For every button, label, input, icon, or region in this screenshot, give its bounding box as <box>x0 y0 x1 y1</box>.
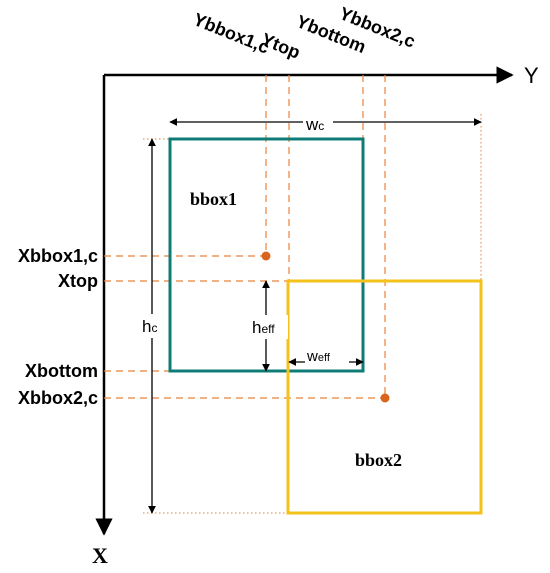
label-xtop: Xtop <box>58 271 98 291</box>
weff-label: weff <box>305 348 349 365</box>
hc-label-main: h <box>142 317 151 336</box>
wc-label: wc <box>303 113 333 134</box>
bbox2-center-dot <box>380 393 390 403</box>
wc-label-sub: c <box>318 119 324 133</box>
x-axis-label: X <box>92 543 108 568</box>
bbox2-rect <box>286 279 483 515</box>
weff-label-main: w <box>306 348 318 365</box>
hc-label: hc <box>140 314 164 338</box>
label-ybbox1c: Ybbox1,c <box>191 9 273 58</box>
bbox2-label: bbox2 <box>355 450 402 470</box>
svg-text:heff: heff <box>252 318 275 337</box>
svg-text:weff: weff <box>306 348 331 365</box>
y-axis-label: Y <box>524 63 539 88</box>
heff-label: heff <box>250 315 288 339</box>
weff-label-sub: eff <box>318 352 331 364</box>
bbox1-label: bbox1 <box>190 189 237 209</box>
wc-label-main: w <box>305 115 319 134</box>
label-xbbox2c: Xbbox2,c <box>18 388 98 408</box>
heff-label-main: h <box>252 318 261 337</box>
label-xbottom: Xbottom <box>25 361 98 381</box>
label-xbbox1c: Xbbox1,c <box>18 246 98 266</box>
heff-label-sub: eff <box>261 322 275 336</box>
svg-text:hc: hc <box>142 317 157 336</box>
hc-label-sub: c <box>151 321 157 335</box>
label-ytop: Ytop <box>259 29 304 63</box>
vertical-guides <box>265 75 386 398</box>
bbox1-center-dot <box>261 251 271 261</box>
svg-text:wc: wc <box>305 115 324 134</box>
extension-lines <box>143 114 482 514</box>
horizontal-guides <box>104 255 385 399</box>
